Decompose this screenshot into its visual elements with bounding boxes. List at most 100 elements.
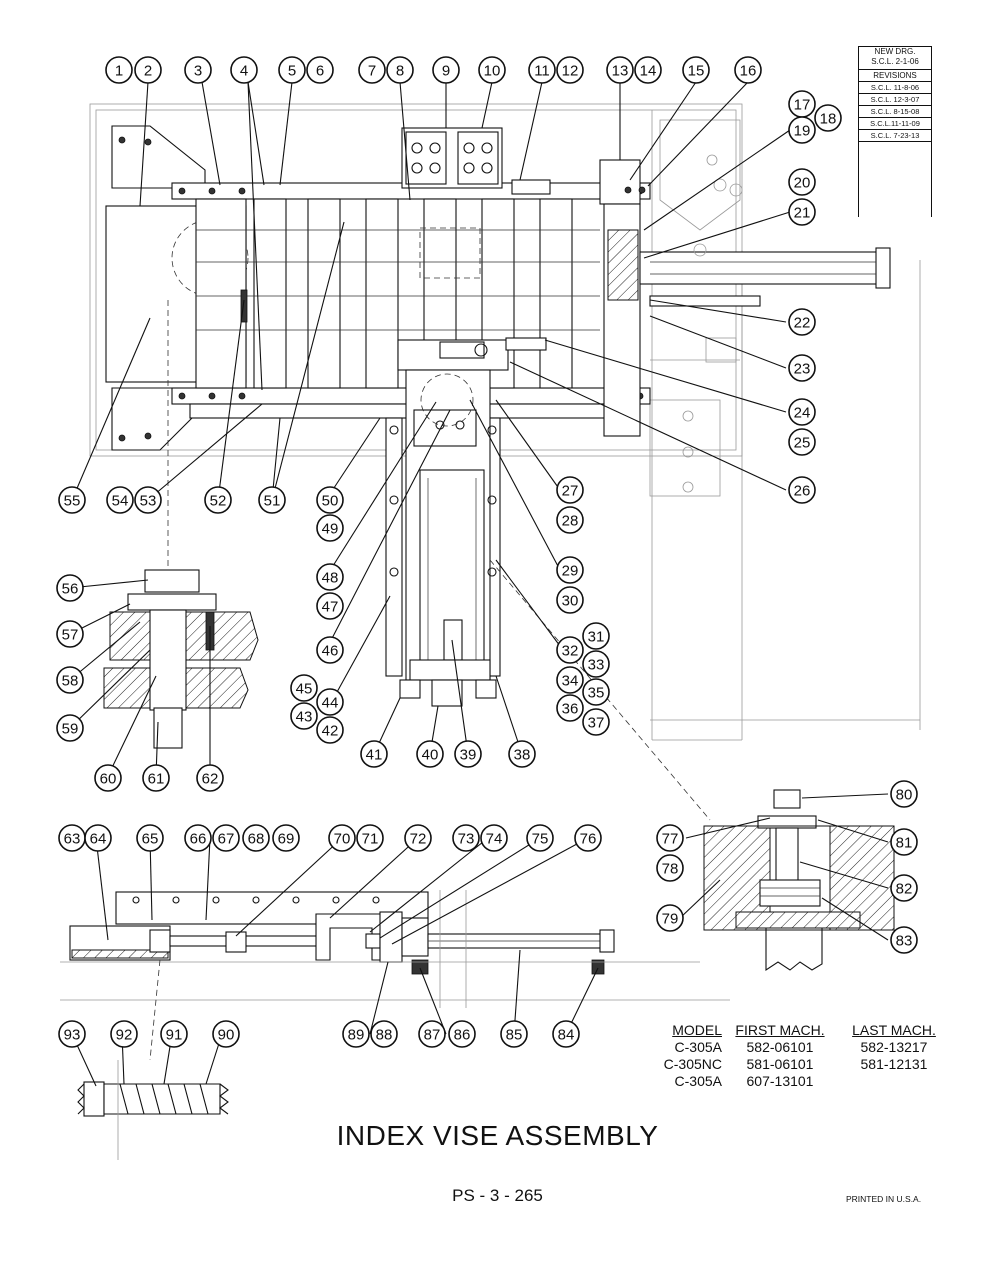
model-cell: C-305A xyxy=(674,1039,722,1055)
callout-label: 55 xyxy=(64,493,81,510)
callout-label: 27 xyxy=(562,483,579,500)
callout-1: 1 xyxy=(105,56,133,84)
callout-35: 35 xyxy=(582,678,610,706)
callout-label: 44 xyxy=(322,695,339,712)
callout-13: 13 xyxy=(606,56,634,84)
callout-label: 89 xyxy=(348,1027,365,1044)
callout-43: 43 xyxy=(290,702,318,730)
callout-28: 28 xyxy=(556,506,584,534)
callout-20: 20 xyxy=(788,168,816,196)
model-cell: C-305NC xyxy=(663,1056,722,1072)
callout-26: 26 xyxy=(788,476,816,504)
callout-label: 68 xyxy=(248,831,265,848)
callout-29: 29 xyxy=(556,556,584,584)
last-mach-cell xyxy=(838,1073,950,1090)
callout-90: 90 xyxy=(212,1020,240,1048)
callout-76: 76 xyxy=(574,824,602,852)
revision-entry: S.C.L.11-11-09 xyxy=(859,118,931,130)
callout-9: 9 xyxy=(432,56,460,84)
callout-91: 91 xyxy=(160,1020,188,1048)
callout-59: 59 xyxy=(56,714,84,742)
callout-label: 47 xyxy=(322,599,339,616)
callout-label: 21 xyxy=(794,205,811,222)
callout-label: 45 xyxy=(296,681,313,698)
callout-label: 57 xyxy=(62,627,79,644)
callout-label: 13 xyxy=(612,63,629,80)
callout-label: 12 xyxy=(562,63,579,80)
callout-label: 61 xyxy=(148,771,165,788)
callout-49: 49 xyxy=(316,514,344,542)
callout-label: 9 xyxy=(442,63,450,80)
callout-46: 46 xyxy=(316,636,344,664)
callout-label: 31 xyxy=(588,629,605,646)
callout-34: 34 xyxy=(556,666,584,694)
revisions-label: REVISIONS xyxy=(859,70,931,82)
callout-51: 51 xyxy=(258,486,286,514)
callout-label: 71 xyxy=(362,831,379,848)
callout-label: 56 xyxy=(62,581,79,598)
model-table-header: MODEL FIRST MACH. LAST MACH. xyxy=(640,1022,950,1039)
callout-label: 36 xyxy=(562,701,579,718)
callout-16: 16 xyxy=(734,56,762,84)
new-drawing-label: NEW DRG. xyxy=(874,47,916,56)
model-table: MODEL FIRST MACH. LAST MACH. C-305A 582-… xyxy=(640,1022,950,1090)
callout-label: 8 xyxy=(396,63,404,80)
callout-label: 60 xyxy=(100,771,117,788)
callout-73: 73 xyxy=(452,824,480,852)
callout-label: 41 xyxy=(366,747,383,764)
header-model: MODEL xyxy=(672,1022,722,1038)
callout-36: 36 xyxy=(556,694,584,722)
revision-entry: S.C.L. 12-3-07 xyxy=(859,94,931,106)
detail-bushing-section xyxy=(103,300,259,749)
callout-label: 46 xyxy=(322,643,339,660)
callout-label: 3 xyxy=(194,63,202,80)
callout-label: 85 xyxy=(506,1027,523,1044)
callout-45: 45 xyxy=(290,674,318,702)
callout-53: 53 xyxy=(134,486,162,514)
callout-label: 23 xyxy=(794,361,811,378)
callout-11: 11 xyxy=(528,56,556,84)
callout-label: 42 xyxy=(322,723,339,740)
callout-label: 35 xyxy=(588,685,605,702)
callout-63: 63 xyxy=(58,824,86,852)
callout-label: 20 xyxy=(794,175,811,192)
callout-19: 19 xyxy=(788,116,816,144)
callout-17: 17 xyxy=(788,90,816,118)
callout-label: 77 xyxy=(662,831,679,848)
first-mach-cell: 581-06101 xyxy=(746,1056,814,1072)
callout-10: 10 xyxy=(478,56,506,84)
callout-57: 57 xyxy=(56,620,84,648)
callout-72: 72 xyxy=(404,824,432,852)
callout-33: 33 xyxy=(582,650,610,678)
callout-77: 77 xyxy=(656,824,684,852)
callout-75: 75 xyxy=(526,824,554,852)
callout-54: 54 xyxy=(106,486,134,514)
callout-label: 62 xyxy=(202,771,219,788)
callout-32: 32 xyxy=(556,636,584,664)
callout-label: 40 xyxy=(422,747,439,764)
callout-label: 76 xyxy=(580,831,597,848)
callout-6: 6 xyxy=(306,56,334,84)
callout-label: 78 xyxy=(662,861,679,878)
model-table-row: C-305NC 581-06101 581-12131 xyxy=(640,1056,950,1073)
callout-label: 54 xyxy=(112,493,129,510)
revision-entry: S.C.L. 8-15-08 xyxy=(859,106,931,118)
callout-label: 74 xyxy=(486,831,503,848)
callout-84: 84 xyxy=(552,1020,580,1048)
callout-label: 26 xyxy=(794,483,811,500)
callout-7: 7 xyxy=(358,56,386,84)
revision-entry: S.C.L. 11-8-06 xyxy=(859,82,931,94)
callout-label: 39 xyxy=(460,747,477,764)
callout-label: 63 xyxy=(64,831,81,848)
callout-label: 34 xyxy=(562,673,579,690)
callout-label: 67 xyxy=(218,831,235,848)
callout-56: 56 xyxy=(56,574,84,602)
callout-93: 93 xyxy=(58,1020,86,1048)
printed-note: PRINTED IN U.S.A. xyxy=(846,1194,922,1204)
callout-label: 65 xyxy=(142,831,159,848)
callout-label: 4 xyxy=(240,63,248,80)
new-drawing-cell: NEW DRG. S.C.L. 2-1-06 xyxy=(859,47,931,70)
callout-label: 88 xyxy=(376,1027,393,1044)
callout-label: 30 xyxy=(562,593,579,610)
callout-label: 69 xyxy=(278,831,295,848)
